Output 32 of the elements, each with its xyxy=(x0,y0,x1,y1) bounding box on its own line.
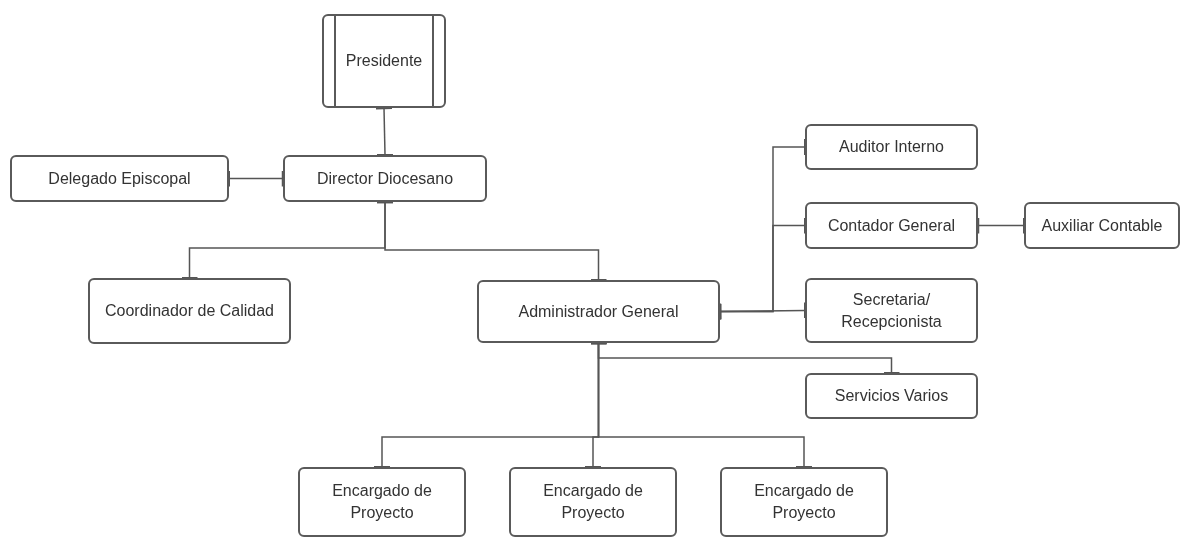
role-box xyxy=(720,467,888,537)
role-label: Encargado de Proyecto xyxy=(331,481,433,523)
role-label: Auxiliar Contable xyxy=(1041,215,1163,236)
role-label: Director Diocesano xyxy=(316,168,454,189)
connector-line xyxy=(589,341,814,469)
connector-line xyxy=(227,169,285,188)
role-label: Servicios Varios xyxy=(834,386,949,406)
role-box xyxy=(509,467,677,537)
role-box xyxy=(477,280,720,343)
role-box xyxy=(298,467,466,537)
role-box xyxy=(283,155,487,202)
connector-line xyxy=(375,200,608,282)
subroutine-box xyxy=(322,14,446,108)
role-label: Coordinador de Calidad xyxy=(105,301,274,321)
role-box xyxy=(805,278,978,343)
role-label: Presidente xyxy=(345,51,423,71)
role-label: Delegado Episcopal xyxy=(48,168,191,189)
role-box xyxy=(88,278,291,344)
role-box xyxy=(10,155,229,202)
role-label: Contador General xyxy=(827,215,956,236)
role-label: Encargado de Proyecto xyxy=(753,481,855,523)
connector-line xyxy=(374,106,395,157)
role-box xyxy=(805,373,978,419)
role-label: Administrador General xyxy=(518,301,679,322)
role-box xyxy=(805,124,978,170)
role-label: Secretaria/ Recepcionista xyxy=(840,289,943,332)
connector-line xyxy=(718,301,807,321)
role-box xyxy=(1024,202,1180,249)
role-label: Encargado de Proyecto xyxy=(542,481,644,523)
role-label: Auditor Interno xyxy=(839,137,944,157)
role-box xyxy=(805,202,978,249)
connector-line xyxy=(976,216,1026,235)
